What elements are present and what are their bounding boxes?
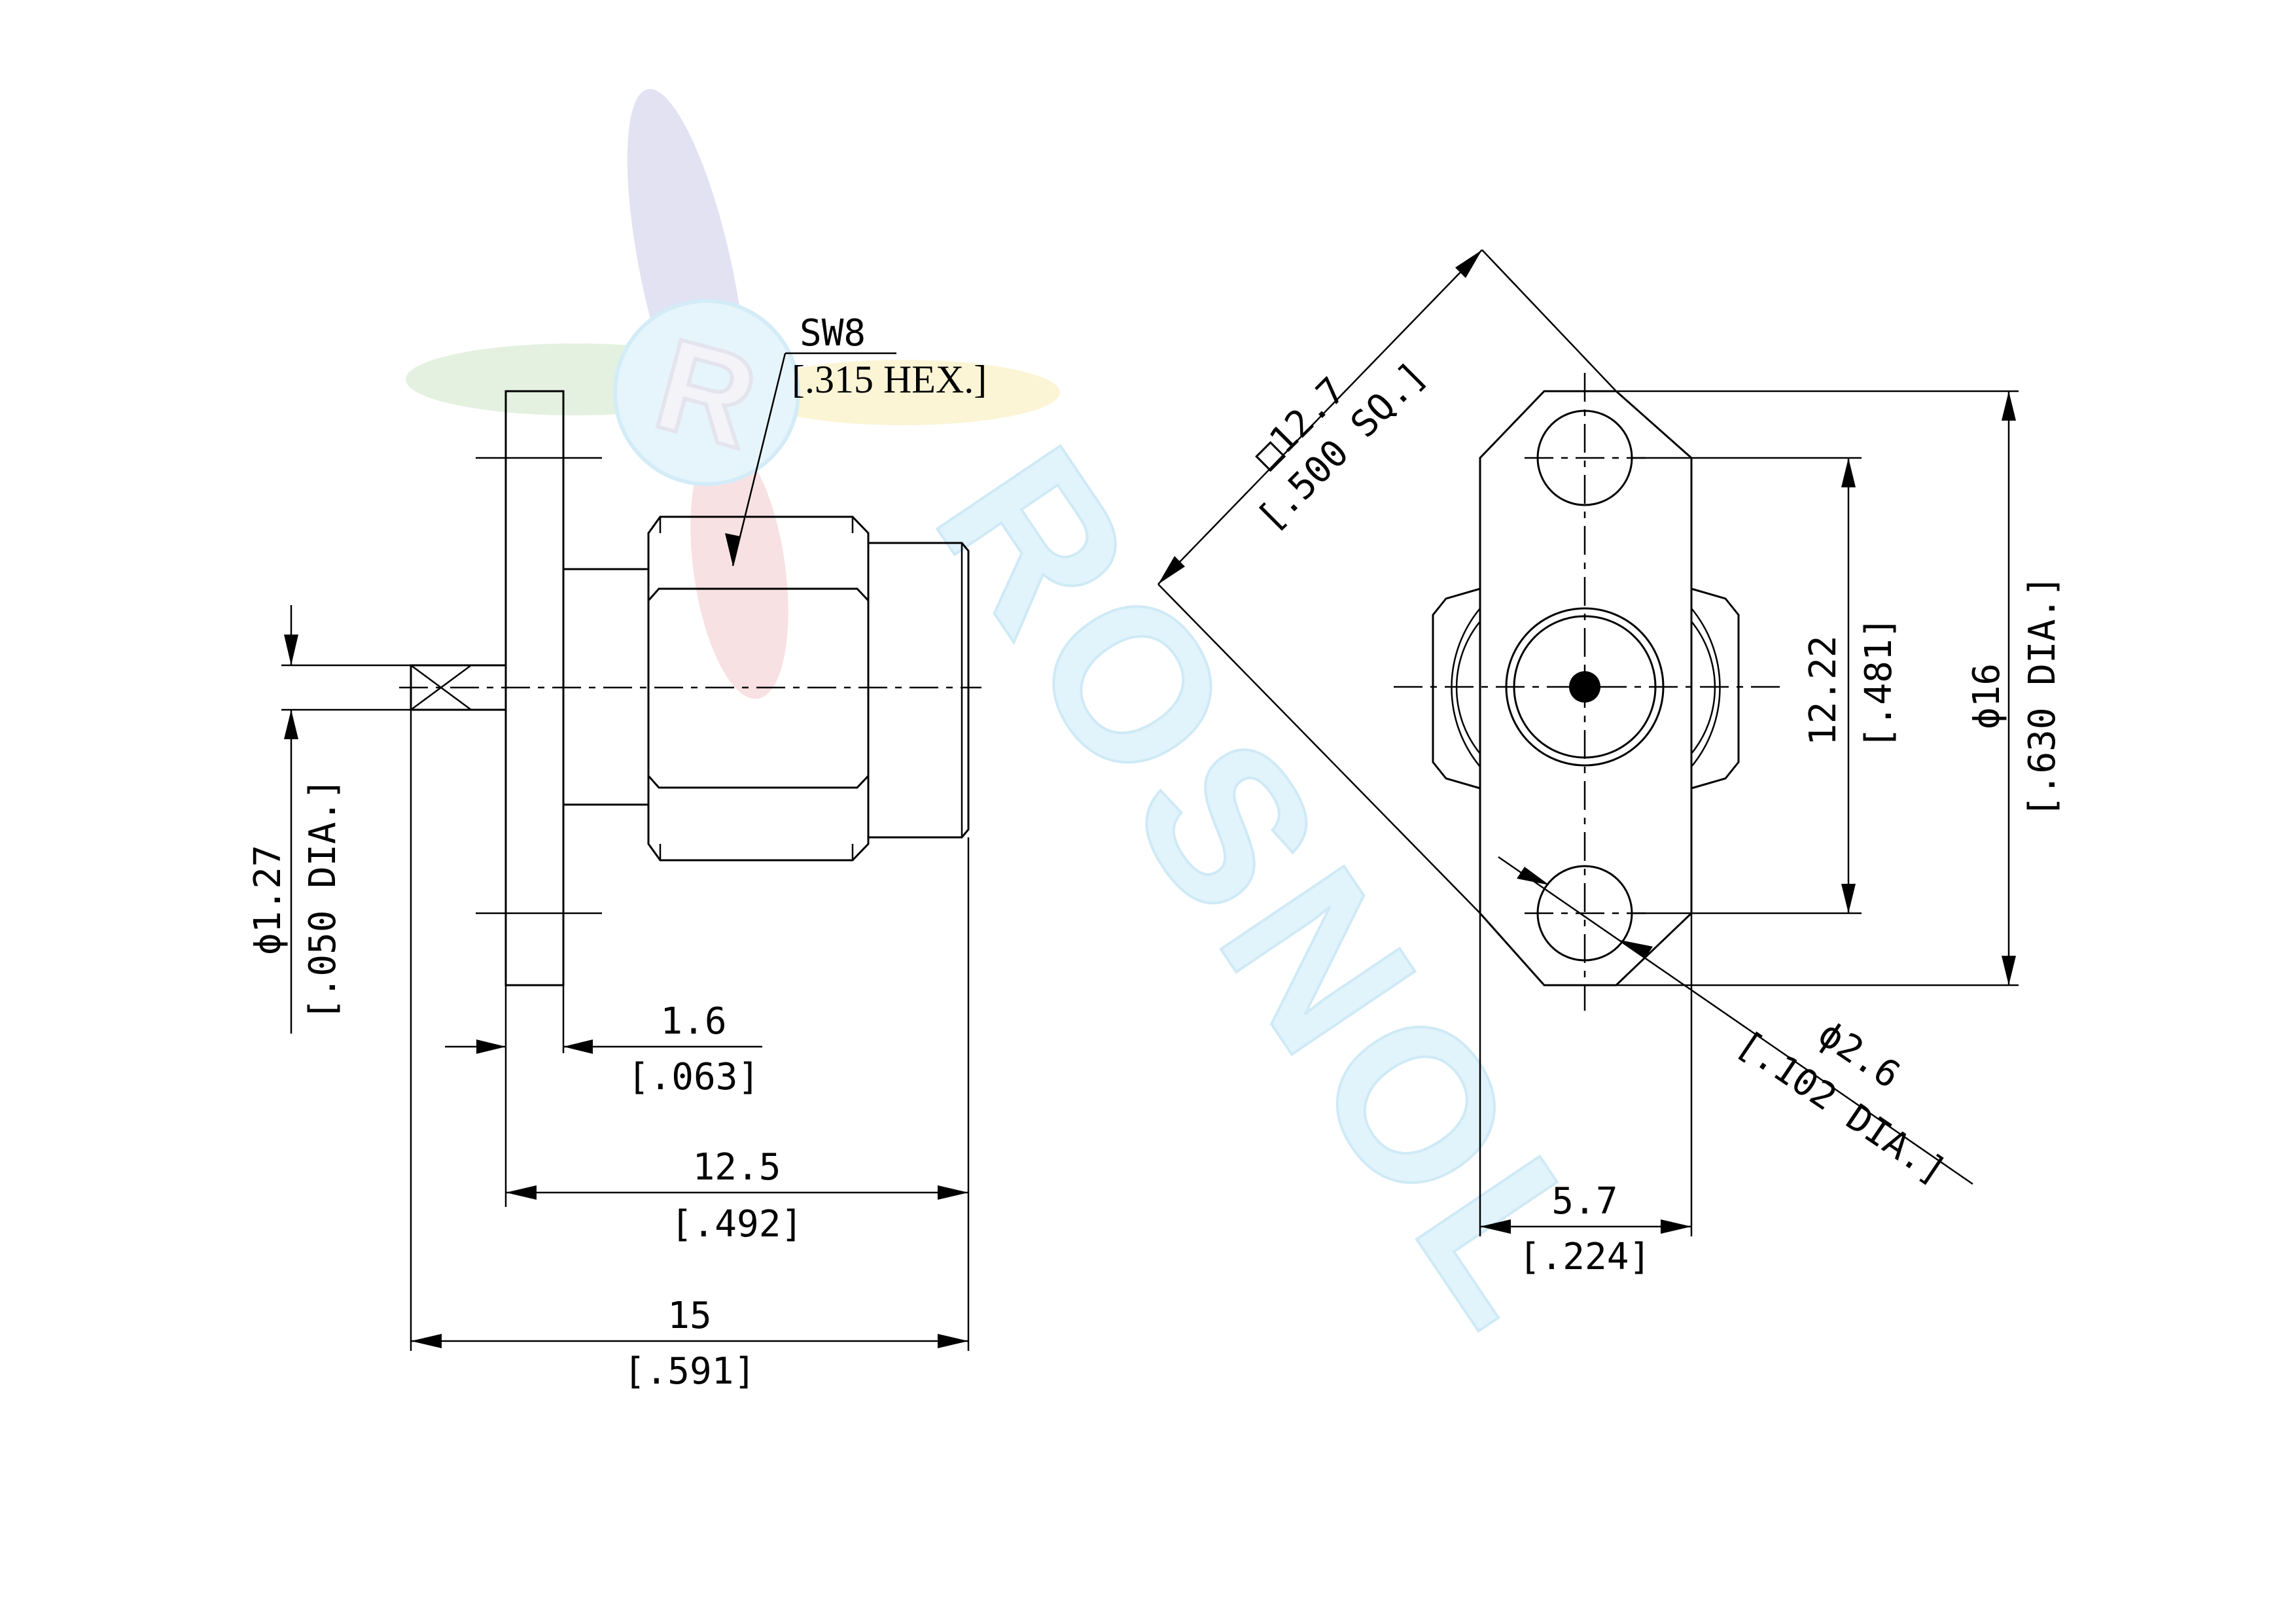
side-view-dimensions: SW8 [.315 HEX.] ϕ1.27 [.050 DIA.] 1.6 [.…: [247, 312, 987, 1393]
body-length-dimension: 12.5 [.492]: [504, 837, 970, 1351]
watermark-logo-swoosh-yellow: [746, 360, 1060, 425]
watermark-logo-swoosh-red: [690, 439, 788, 699]
flange-thickness-label-inch: [.063]: [627, 1056, 760, 1098]
pin-diameter-label: ϕ1.27: [247, 845, 289, 955]
front-view: [1394, 373, 1780, 1011]
hole-spacing-label-inch: [.481]: [1858, 617, 1900, 749]
hex-size-callout: SW8 [.315 HEX.]: [725, 312, 987, 567]
flange-width-label-inch: [.224]: [1519, 1236, 1651, 1278]
hex-size-label: SW8: [800, 312, 866, 355]
hole-spacing-label: 12.22: [1802, 635, 1845, 746]
overall-length-label: 15: [667, 1295, 711, 1337]
hex-size-label-inch: [.315 HEX.]: [792, 358, 987, 401]
side-view-threaded-body: [868, 542, 970, 839]
watermark-brand-text: ROSNOL: [891, 408, 1651, 1373]
overall-length-dimension: 15 [.591]: [410, 710, 968, 1393]
flange-width-dimension: 5.7 [.224]: [1479, 913, 1693, 1278]
side-view: [399, 390, 981, 986]
watermark-logo: R: [406, 88, 1060, 699]
body-length-label: 12.5: [693, 1146, 781, 1189]
overall-length-label-inch: [.591]: [624, 1350, 756, 1393]
flange-diameter-label: ϕ16: [1966, 663, 2008, 729]
flange-thickness-label: 1.6: [660, 1000, 726, 1043]
body-length-label-inch: [.492]: [671, 1203, 803, 1246]
side-view-hex-nut: [647, 515, 870, 862]
flange-diameter-dimension: ϕ16 [.630 DIA.]: [1616, 390, 2064, 986]
flange-width-label: 5.7: [1551, 1180, 1617, 1223]
flange-thickness-dimension: 1.6 [.063]: [445, 985, 762, 1098]
pin-diameter-dimension: ϕ1.27 [.050 DIA.]: [247, 605, 411, 1034]
flange-diameter-label-inch: [.630 DIA.]: [2021, 575, 2064, 818]
watermark-logo-globe: [613, 299, 800, 486]
watermark-brand: ROSNOL: [890, 406, 1653, 1374]
pin-diameter-label-inch: [.050 DIA.]: [302, 778, 344, 1021]
hole-spacing-dimension: 12.22 [.481]: [1633, 457, 1900, 915]
